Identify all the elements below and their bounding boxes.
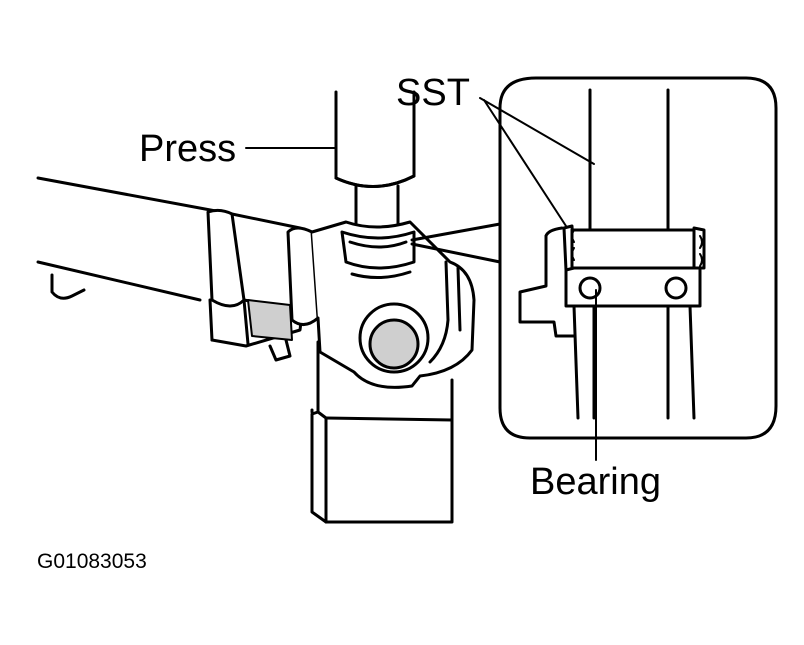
- sst-leader-2: [483, 99, 567, 227]
- leader-lines: [245, 97, 597, 461]
- detail-callout-wedge: [410, 222, 502, 264]
- detail-box: [498, 76, 778, 440]
- press-base-block: [310, 340, 454, 524]
- gear-housing: [310, 220, 476, 389]
- figure-code: G01083053: [37, 550, 147, 573]
- press-ram: [334, 90, 416, 232]
- sst-label: SST: [396, 72, 470, 114]
- sst-leader-1: [479, 97, 595, 165]
- bearing-label: Bearing: [530, 461, 661, 503]
- press-label: Press: [139, 128, 237, 170]
